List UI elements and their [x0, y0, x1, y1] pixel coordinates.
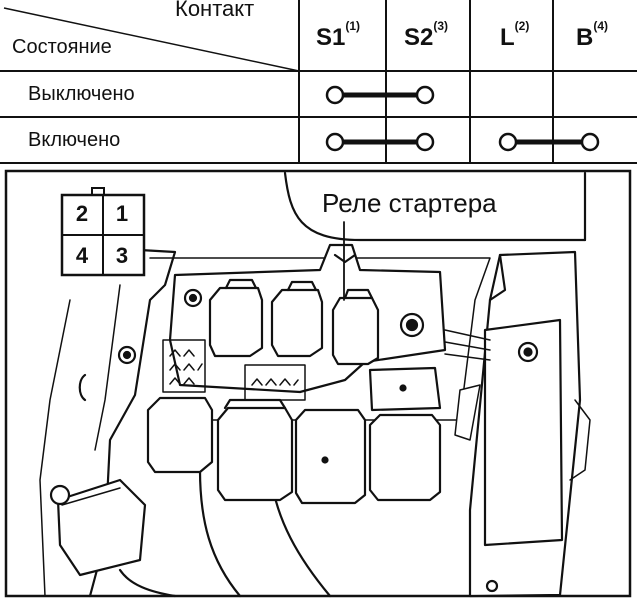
connector-pin-4: 4 [75, 243, 89, 268]
row-on-label: Включено [28, 129, 121, 151]
starter-relay [331, 296, 380, 366]
column-l: L(2) [500, 19, 530, 51]
row-off-label: Выключено [28, 83, 135, 105]
connector-pin-3: 3 [115, 243, 129, 268]
illustration-frame [4, 169, 632, 598]
connector-pinout [60, 187, 146, 277]
starter-relay-label: Реле стартера [322, 188, 497, 218]
header-contact-label: Контакт [175, 0, 255, 21]
column-b: B(4) [576, 19, 609, 51]
header-state-label: Состояние [12, 36, 112, 58]
connection-on-s1-s2 [325, 132, 435, 152]
fuse-box-drawing [39, 171, 591, 598]
connector-pin-2: 2 [75, 201, 89, 226]
column-s2: S2(3) [404, 19, 449, 51]
connector-pin-1: 1 [115, 201, 129, 226]
connection-off-s1-s2 [325, 85, 435, 105]
connection-on-l-b [498, 132, 600, 152]
column-s1: S1(1) [316, 19, 361, 51]
